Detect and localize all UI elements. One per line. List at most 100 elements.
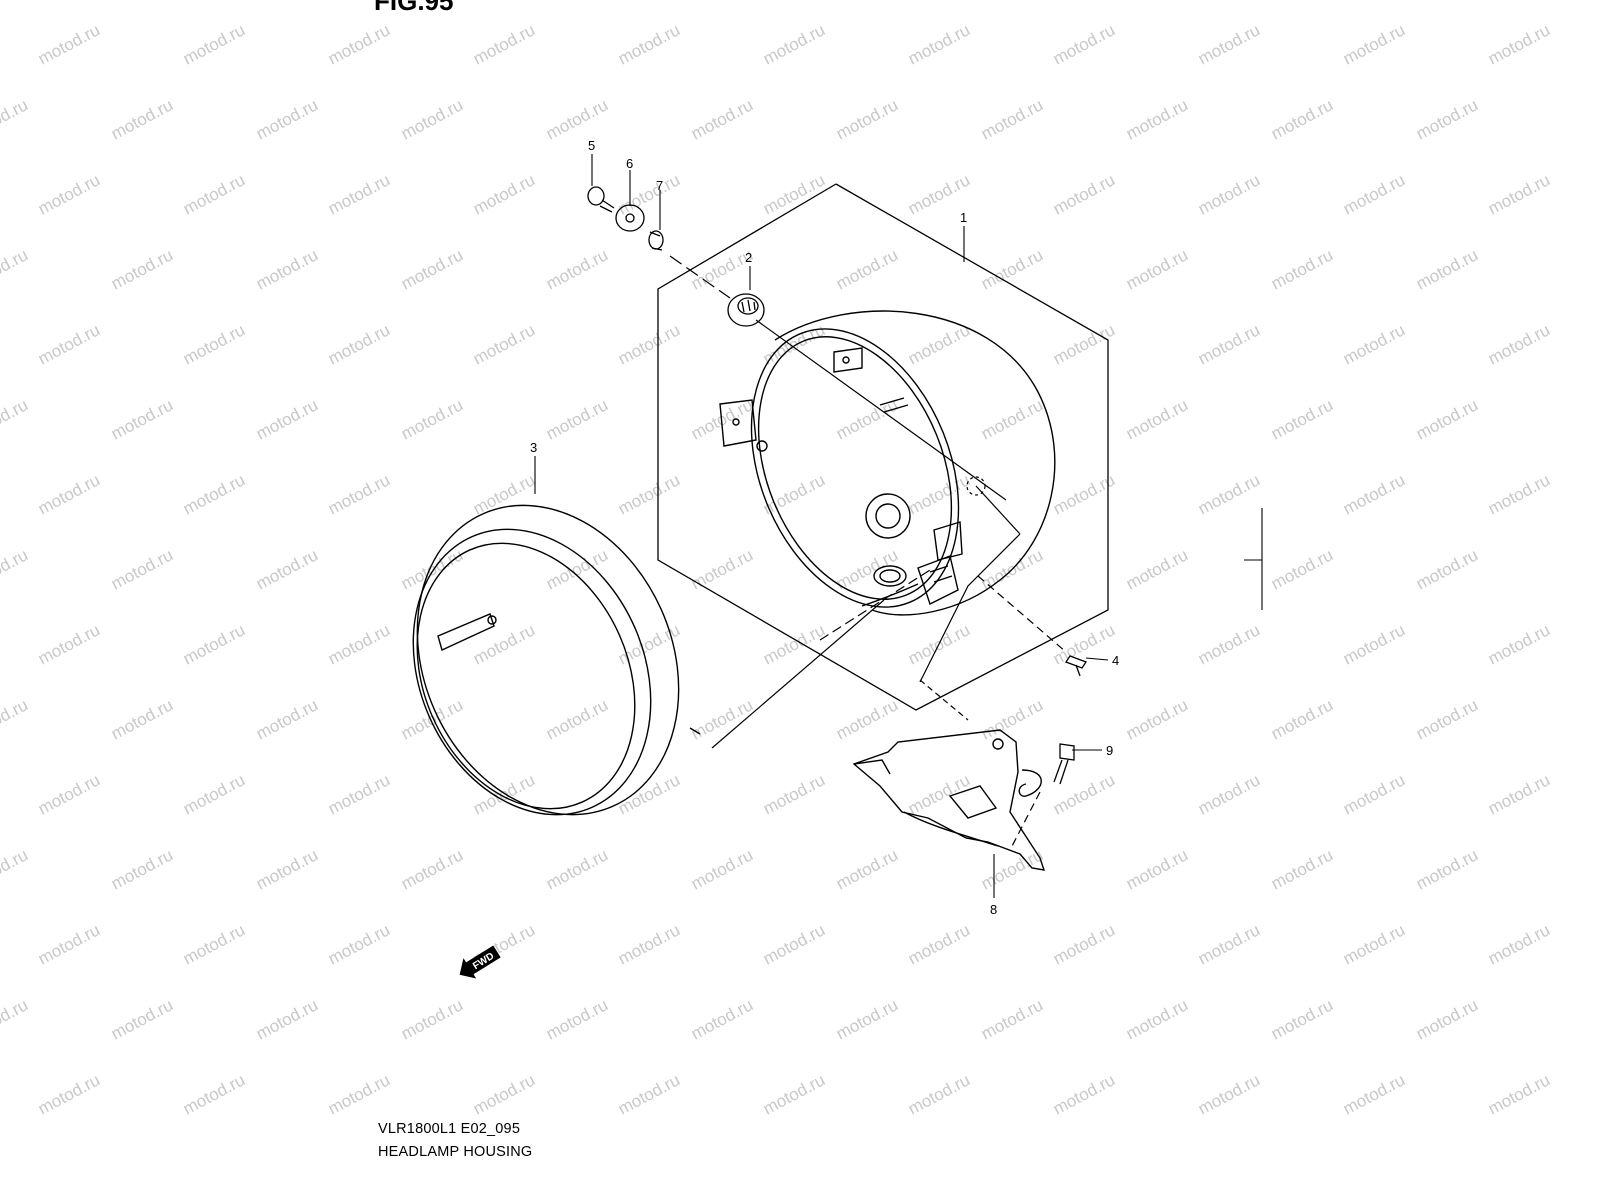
watermark-text: motod.ru: [760, 20, 828, 68]
watermark-text: motod.ru: [760, 920, 828, 968]
watermark-text: motod.ru: [180, 20, 248, 68]
watermark-text: motod.ru: [688, 995, 756, 1043]
watermark-text: motod.ru: [1050, 920, 1118, 968]
watermark-text: motod.ru: [833, 95, 901, 143]
watermark-text: motod.ru: [1268, 395, 1336, 443]
registration-mark: [1244, 508, 1263, 610]
watermark-text: motod.ru: [325, 770, 393, 818]
watermark-text: motod.ru: [398, 995, 466, 1043]
watermark-text: motod.ru: [1413, 695, 1481, 743]
watermark-text: motod.ru: [1195, 20, 1263, 68]
watermark-text: motod.ru: [470, 320, 538, 368]
watermark-text: motod.ru: [978, 95, 1046, 143]
watermark-text: motod.ru: [1340, 770, 1408, 818]
watermark-text: motod.ru: [1485, 1070, 1553, 1118]
watermark-text: motod.ru: [180, 620, 248, 668]
watermark-text: motod.ru: [180, 320, 248, 368]
watermark-text: motod.ru: [543, 545, 611, 593]
watermark-text: motod.ru: [35, 170, 103, 218]
watermark-text: motod.ru: [1340, 20, 1408, 68]
watermark-text: motod.ru: [325, 620, 393, 668]
watermark-text: motod.ru: [1340, 620, 1408, 668]
watermark-text: motod.ru: [470, 20, 538, 68]
headlamp-rim-part: [412, 504, 701, 816]
watermark-text: motod.ru: [108, 995, 176, 1043]
callout-8: 8: [990, 902, 997, 917]
watermark-text: motod.ru: [543, 95, 611, 143]
watermark-text: motod.ru: [543, 845, 611, 893]
watermark-text: motod.ru: [615, 320, 683, 368]
watermark-text: motod.ru: [1195, 620, 1263, 668]
watermark-text: motod.ru: [1413, 95, 1481, 143]
watermark-text: motod.ru: [398, 845, 466, 893]
watermark-text: motod.ru: [398, 245, 466, 293]
watermark-text: motod.ru: [35, 770, 103, 818]
watermark-text: motod.ru: [1340, 320, 1408, 368]
watermark-text: motod.ru: [688, 545, 756, 593]
watermark-text: motod.ru: [1195, 770, 1263, 818]
watermark-text: motod.ru: [35, 620, 103, 668]
watermark-text: motod.ru: [180, 920, 248, 968]
callout-5: 5: [588, 138, 595, 153]
watermark-text: motod.ru: [1195, 1070, 1263, 1118]
bolt-part: [1053, 743, 1075, 785]
watermark-text: motod.ru: [325, 320, 393, 368]
watermark-text: motod.ru: [833, 845, 901, 893]
watermark-text: motod.ru: [905, 920, 973, 968]
watermark-text: motod.ru: [1195, 920, 1263, 968]
watermark-text: motod.ru: [1268, 545, 1336, 593]
watermark-text: motod.ru: [1050, 770, 1118, 818]
watermark-text: motod.ru: [325, 1070, 393, 1118]
watermark-text: motod.ru: [1123, 845, 1191, 893]
diagram-title: HEADLAMP HOUSING: [378, 1144, 533, 1160]
watermark-text: motod.ru: [398, 95, 466, 143]
watermark-text: motod.ru: [1195, 470, 1263, 518]
figure-title: FIG.95: [374, 0, 454, 16]
watermark-text: motod.ru: [180, 770, 248, 818]
watermark-text: motod.ru: [978, 995, 1046, 1043]
watermark-text: motod.ru: [688, 95, 756, 143]
watermark-text: motod.ru: [253, 545, 321, 593]
watermark-text: motod.ru: [1340, 920, 1408, 968]
watermark-text: motod.ru: [325, 920, 393, 968]
watermark-text: motod.ru: [180, 470, 248, 518]
watermark-text: motod.ru: [615, 20, 683, 68]
watermark-text: motod.ru: [470, 470, 538, 518]
watermark-text: motod.ru: [253, 245, 321, 293]
watermark-text: motod.ru: [905, 1070, 973, 1118]
callout-6: 6: [626, 156, 633, 171]
watermark-text: motod.ru: [1340, 470, 1408, 518]
watermark-text: motod.ru: [760, 1070, 828, 1118]
watermark-text: motod.ru: [1413, 545, 1481, 593]
watermark-text: motod.ru: [1268, 845, 1336, 893]
bracket-part: [852, 729, 1046, 871]
watermark-text: motod.ru: [833, 695, 901, 743]
watermark-text: motod.ru: [1123, 995, 1191, 1043]
watermark-text: motod.ru: [1268, 95, 1336, 143]
watermark-text: motod.ru: [543, 395, 611, 443]
callout-7: 7: [656, 178, 663, 193]
watermark-text: motod.ru: [1485, 20, 1553, 68]
watermark-text: motod.ru: [35, 320, 103, 368]
watermark-text: motod.ru: [1123, 545, 1191, 593]
watermark-text: motod.ru: [1485, 620, 1553, 668]
watermark-text: motod.ru: [615, 770, 683, 818]
watermark-text: motod.ru: [760, 620, 828, 668]
watermark-text: motod.ru: [108, 545, 176, 593]
callout-2: 2: [745, 250, 752, 265]
watermark-text: motod.ru: [1485, 770, 1553, 818]
watermark-text: motod.ru: [325, 470, 393, 518]
diagram-code: VLR1800L1 E02_095: [378, 1121, 521, 1137]
watermark-text: motod.ru: [108, 395, 176, 443]
grommet-part: [727, 293, 765, 327]
assembly-lines: [669, 255, 1067, 851]
watermark-text: motod.ru: [470, 620, 538, 668]
watermark-text: motod.ru: [1413, 395, 1481, 443]
watermark-text: motod.ru: [833, 245, 901, 293]
watermark-text: motod.ru: [0, 845, 31, 893]
watermark-text: motod.ru: [0, 245, 31, 293]
watermark-text: motod.ru: [1485, 470, 1553, 518]
watermark-text: motod.ru: [1340, 1070, 1408, 1118]
watermark-text: motod.ru: [905, 470, 973, 518]
